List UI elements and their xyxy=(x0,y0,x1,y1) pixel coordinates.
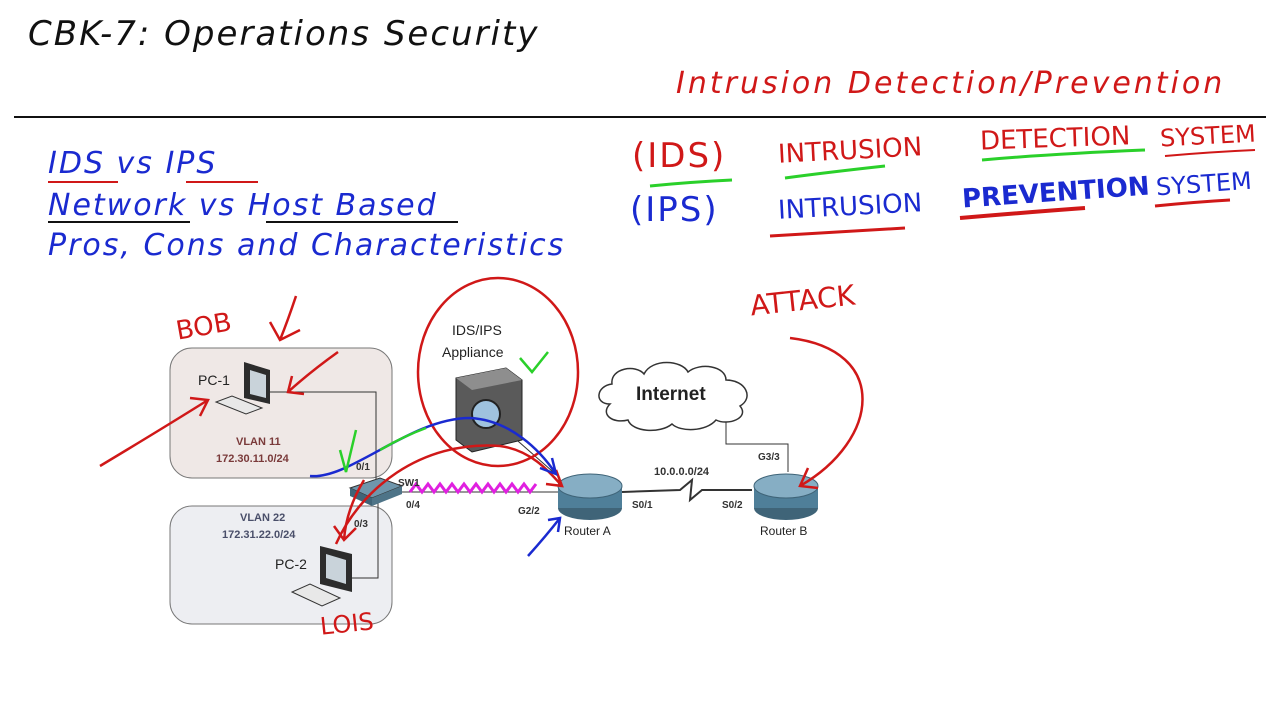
ips-intrusion-underline-red xyxy=(769,226,906,238)
port-g2-2-label: G2/2 xyxy=(518,506,540,517)
cable-internet-routerb xyxy=(725,418,789,472)
internet-label: Internet xyxy=(636,384,706,405)
incoming-arrow-red xyxy=(99,396,210,468)
router-a-label: Router A xyxy=(564,524,611,538)
title-divider xyxy=(14,116,1266,118)
appliance-label-line1: IDS/IPS xyxy=(452,322,502,338)
inbound-arrow-blue xyxy=(527,516,562,557)
pc2-computer-icon xyxy=(290,546,352,607)
vlan11-name: VLAN 11 xyxy=(236,436,281,448)
system-underline-red xyxy=(1164,149,1256,157)
port-s0-1-label: S0/1 xyxy=(632,500,653,511)
cable-pc2-switch xyxy=(345,500,379,579)
ids-abbreviation: (IDS) xyxy=(632,136,727,176)
intrusion-underline-green xyxy=(784,164,886,180)
check-green-switch xyxy=(338,429,358,473)
port-g3-3-label: G3/3 xyxy=(758,452,780,463)
router-a-icon xyxy=(557,473,623,520)
router-b-label: Router B xyxy=(760,524,808,538)
attack-curve-red xyxy=(789,336,864,490)
bob-arrow-down xyxy=(268,295,301,342)
ips-system-underline-red xyxy=(1154,198,1231,208)
traffic-path-red xyxy=(334,444,564,545)
pc1-computer-icon xyxy=(214,362,270,415)
port-0-1-label: 0/1 xyxy=(356,462,370,473)
check-green-path xyxy=(379,426,427,452)
page-title: CBK-7: Operations Security xyxy=(28,14,540,54)
ips-abbreviation: (IPS) xyxy=(630,190,719,230)
ids-underline-green xyxy=(649,178,733,188)
vlan11-subnet: 172.30.11.0/24 xyxy=(216,453,289,465)
vlan22-subnet: 172.31.22.0/24 xyxy=(222,529,296,541)
pc1-label: PC-1 xyxy=(198,372,230,388)
internet-cloud-icon xyxy=(598,361,748,432)
port-0-4-label: 0/4 xyxy=(406,500,420,511)
lois-annotation: LOIS xyxy=(318,607,376,641)
section-subtitle: Intrusion Detection/Prevention xyxy=(676,66,1226,101)
detection-underline-green xyxy=(981,148,1146,162)
switch-label: SW1 xyxy=(398,478,420,489)
pc1-arrow-red xyxy=(286,350,339,396)
ids-appliance-icon xyxy=(455,367,523,453)
topic-network-vs-host: Network vs Host Based xyxy=(48,188,438,223)
pc2-label: PC-2 xyxy=(275,556,307,572)
vlan22-zone xyxy=(169,505,393,625)
serial-subnet-label: 10.0.0.0/24 xyxy=(654,466,710,478)
appliance-label-line2: Appliance xyxy=(442,344,504,360)
topic-ids-vs-ips: IDS vs IPS xyxy=(48,146,218,181)
magenta-scribble xyxy=(408,481,538,495)
appliance-circle-annotation xyxy=(416,276,580,468)
check-green-appliance xyxy=(519,351,549,374)
port-0-3-label: 0/3 xyxy=(354,519,368,530)
serial-link xyxy=(621,477,752,503)
vlan22-name: VLAN 22 xyxy=(240,512,286,524)
lois-arrow-red xyxy=(332,479,366,542)
topic-pros-cons: Pros, Cons and Characteristics xyxy=(48,228,566,263)
vlan11-zone xyxy=(169,347,393,479)
port-s0-2-label: S0/2 xyxy=(722,500,743,511)
prevention-underline-red xyxy=(959,206,1086,220)
